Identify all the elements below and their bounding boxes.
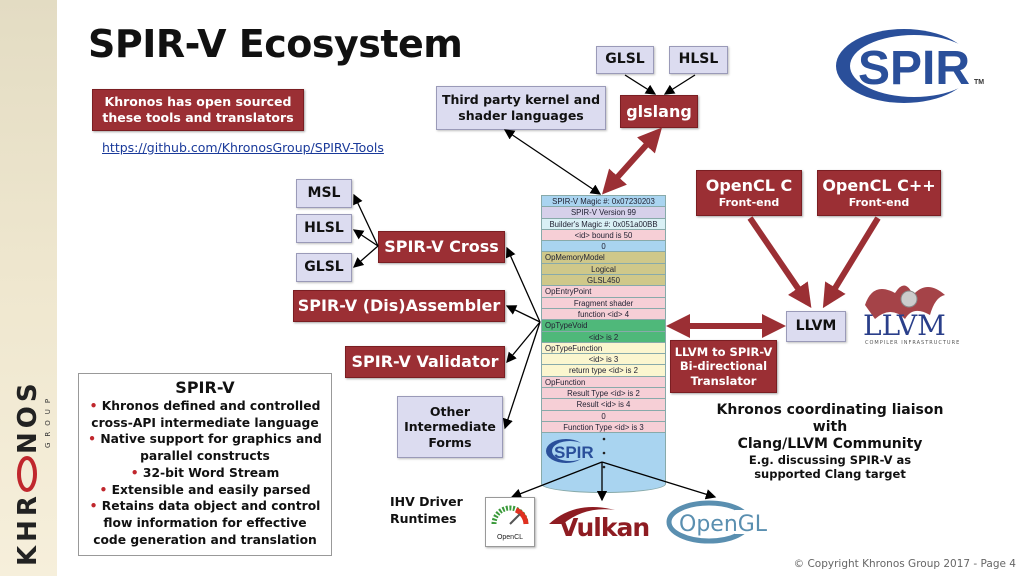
arrow-thirdparty-to-stack [505, 130, 600, 194]
ihv-runtimes-label: IHV Driver Runtimes [390, 493, 470, 527]
spirv-summary-bullet: • Khronos defined and controlled cross-A… [79, 398, 331, 431]
arrow-hlsl-to-glslang [665, 75, 695, 94]
bullet-dot-icon: • [90, 499, 102, 513]
bullet-dot-icon: • [131, 466, 143, 480]
bullet-dot-icon: • [90, 399, 102, 413]
arrow-openclcpp-llvm [826, 218, 878, 303]
svg-text:OpenGL: OpenGL [679, 512, 768, 537]
liaison-line-4: supported Clang target [700, 467, 960, 481]
svg-text:Vulkan: Vulkan [559, 513, 649, 542]
liaison-line-3: E.g. discussing SPIR-V as [700, 453, 960, 467]
arrow-stack-to-disassembler [507, 306, 540, 322]
arrow-stack-to-opengl [602, 462, 715, 497]
vulkan-logo: Vulkan [545, 502, 660, 542]
arrow-stack-to-other-forms [505, 322, 540, 428]
spirv-summary-bullet: • Retains data object and control flow i… [79, 498, 331, 548]
opengl-logo: OpenGL [665, 500, 770, 544]
liaison-text: Khronos coordinating liaison with Clang/… [700, 402, 960, 481]
copyright-text: © Copyright Khronos Group 2017 - Page 4 [794, 558, 1016, 570]
liaison-line-1: Khronos coordinating liaison with [700, 402, 960, 436]
arrow-glsl-to-glslang [625, 75, 655, 94]
spirv-summary-bullet: • Extensible and easily parsed [79, 482, 331, 499]
arrow-cross-to-glsl [354, 246, 378, 267]
arrow-stack-to-opencl [512, 462, 602, 497]
arrow-openclc-llvm [750, 218, 808, 303]
bullet-text: Retains data object and control flow inf… [93, 499, 320, 546]
opencl-logo-text: OpenCL [486, 534, 534, 541]
spirv-summary-heading: SPIR-V [79, 378, 331, 398]
bullet-dot-icon: • [88, 432, 100, 446]
arrow-stack-to-validator [507, 322, 540, 362]
liaison-line-2: Clang/LLVM Community [700, 436, 960, 453]
bullet-text: Extensible and easily parsed [112, 483, 311, 497]
arrow-glslang-stack [606, 132, 658, 190]
bullet-dot-icon: • [99, 483, 111, 497]
bullet-text: Khronos defined and controlled cross-API… [91, 399, 320, 430]
opencl-gauge-icon [486, 498, 534, 530]
opencl-logo: OpenCL [485, 497, 535, 547]
arrow-stack-to-cross [507, 248, 540, 322]
spirv-summary-bullet: • 32-bit Word Stream [79, 465, 331, 482]
spirv-summary-bullets: • Khronos defined and controlled cross-A… [79, 398, 331, 548]
spirv-summary-bullet: • Native support for graphics and parall… [79, 431, 331, 464]
bullet-text: Native support for graphics and parallel… [100, 432, 322, 463]
spirv-summary-box: SPIR-V • Khronos defined and controlled … [78, 373, 332, 556]
bullet-text: 32-bit Word Stream [143, 466, 279, 480]
